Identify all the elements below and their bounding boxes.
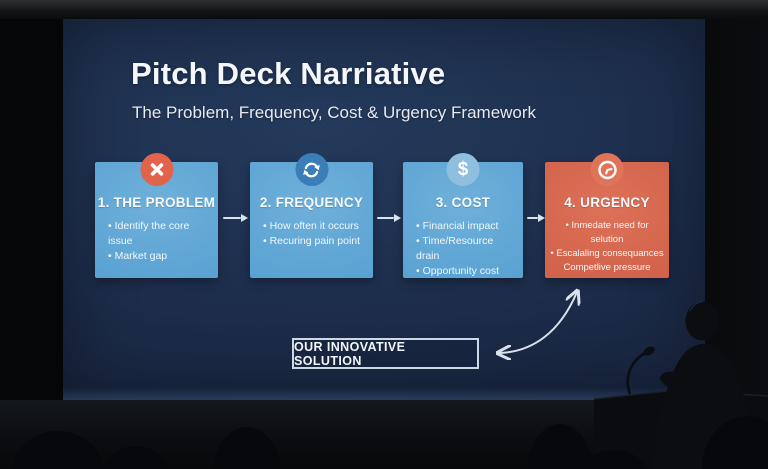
solution-label: OUR INNOVATIVE SOLUTION bbox=[294, 339, 406, 368]
x-icon bbox=[150, 163, 163, 176]
bullet-line: • Escalaling consequances bbox=[550, 248, 664, 259]
room-left-wall bbox=[0, 19, 63, 400]
bullet-line: • Financial impact bbox=[416, 220, 499, 232]
step-bullets: • Financial impact • Time/Resource drain… bbox=[403, 219, 523, 279]
step-box-urgency: 4. URGENCY • Inmedate need for selution … bbox=[545, 153, 669, 278]
bullet-line: • Time/Resource drain bbox=[416, 235, 494, 262]
projection-screen: Pitch Deck Narriative The Problem, Frequ… bbox=[63, 19, 705, 400]
clock-face-icon bbox=[597, 160, 617, 179]
step-bullets: • Identify the core issue • Market gap bbox=[95, 219, 218, 264]
step-box-frequency: 2. FREQUENCY • How often it occurs • Rec… bbox=[250, 153, 373, 278]
step-heading: 3. COST bbox=[435, 195, 491, 210]
refresh-arrows-icon bbox=[303, 162, 320, 177]
screen-bottom-glow bbox=[63, 387, 705, 400]
curved-arrow bbox=[63, 19, 705, 400]
bullet-line: • Inmedate need for selution bbox=[565, 220, 649, 245]
slide-title: Pitch Deck Narriative bbox=[131, 56, 446, 91]
step-bullets: • Inmedate need for selution • Escalalin… bbox=[545, 219, 669, 275]
flow-arrow-2 bbox=[377, 213, 401, 222]
bullet-line: • Opportunity cost bbox=[416, 265, 500, 277]
clock-icon bbox=[590, 153, 624, 186]
room-ceiling-shadow bbox=[0, 0, 768, 19]
flow-arrow-3 bbox=[527, 213, 545, 222]
x-circle-icon bbox=[140, 153, 173, 186]
flow-arrow-1 bbox=[223, 213, 248, 222]
cycle-icon bbox=[295, 153, 328, 186]
bullet-line: • How often it occurs bbox=[263, 220, 359, 232]
bullet-line: • Recuring pain point bbox=[263, 235, 361, 247]
slide-subtitle: The Problem, Frequency, Cost & Urgency F… bbox=[132, 103, 537, 122]
bullet-line: • Market gap bbox=[108, 250, 168, 262]
step-heading: 1. THE PROBLEM bbox=[97, 195, 216, 210]
dollar-symbol: $ bbox=[457, 159, 469, 180]
dollar-icon: $ bbox=[446, 153, 480, 186]
audience-heads bbox=[12, 416, 768, 469]
room-right-wall bbox=[705, 19, 768, 400]
step-heading: 2. FREQUENCY bbox=[259, 195, 364, 210]
step-box-problem: 1. THE PROBLEM • Identify the core issue… bbox=[95, 153, 218, 278]
step-box-cost: $ 3. COST • Financial impact • Time/Reso… bbox=[403, 153, 523, 279]
step-bullets: • How often it occurs • Recuring pain po… bbox=[250, 219, 373, 249]
step-heading: 4. URGENCY bbox=[564, 195, 650, 210]
bullet-line: Competlive pressure bbox=[563, 262, 651, 273]
microphone-silhouette bbox=[626, 346, 655, 395]
solution-box: OUR INNOVATIVE SOLUTION bbox=[292, 338, 479, 369]
bullet-line: • Identify the core issue bbox=[108, 220, 190, 247]
